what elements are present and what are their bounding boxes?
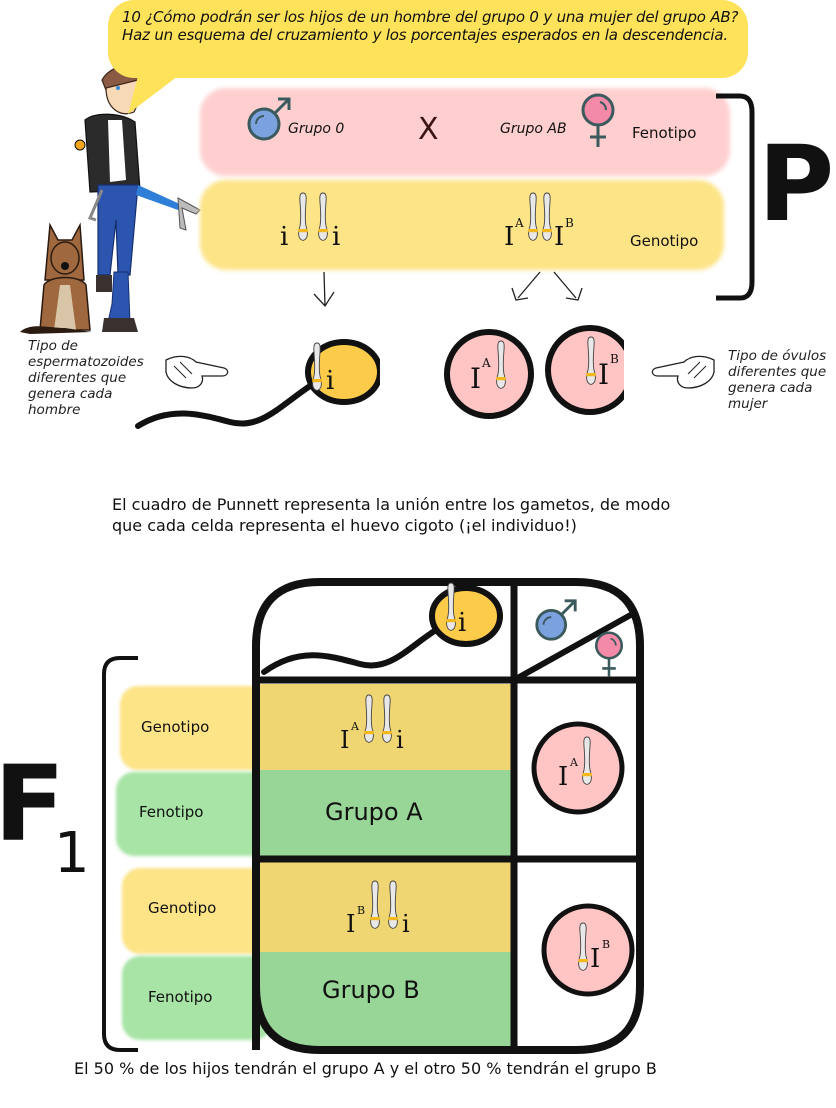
- chromosome-icon: [296, 192, 310, 242]
- ovule-b-sup: B: [610, 352, 619, 366]
- row1-allele-base: I: [340, 726, 350, 754]
- side-phenotype-band: [122, 956, 272, 1040]
- female-allele-2-sup: B: [565, 216, 574, 230]
- punnett-intro-line: que cada celda representa el huevo cigot…: [112, 516, 577, 535]
- row2-phenotype-label: Fenotipo: [148, 988, 213, 1006]
- row1-allele-sup: A: [351, 720, 359, 733]
- sperm-note-line: genera cada: [28, 386, 113, 402]
- parents-bracket: [716, 93, 755, 301]
- male-symbol-icon: [532, 596, 580, 644]
- female-symbol-icon: [592, 628, 626, 680]
- speech-bubble: [108, 0, 748, 78]
- punnett-ovule-b: [541, 903, 635, 997]
- phenotype-row-label: Fenotipo: [632, 124, 697, 142]
- side-genotype-band: [120, 686, 270, 770]
- arrows: [313, 271, 583, 308]
- ovule-b-icon: [545, 325, 624, 415]
- offspring-label: F: [0, 743, 66, 865]
- ovule-a-base: I: [470, 362, 482, 395]
- ovule-note-line: mujer: [728, 396, 768, 412]
- sperm-note-line: hombre: [28, 402, 81, 418]
- sperm-note-line: Tipo de: [28, 338, 78, 354]
- row2-allele-second: i: [402, 910, 410, 938]
- chromosome-icon: [310, 342, 324, 392]
- chromosome-icon: [380, 694, 394, 744]
- pointing-hand-icon: [165, 355, 229, 389]
- female-allele-1-sup: A: [515, 216, 524, 230]
- chromosome-icon: [576, 922, 590, 972]
- row1-phenotype: Grupo A: [325, 798, 423, 826]
- row1-ovule-sup: A: [570, 756, 578, 769]
- side-phenotype-band: [116, 772, 270, 856]
- pointing-hand-left-icon: [651, 355, 715, 389]
- row2-genotype-label: Genotipo: [148, 899, 217, 917]
- chromosome-icon: [540, 192, 554, 242]
- punnett-sperm-allele: i: [458, 608, 467, 638]
- row2-allele-base: I: [346, 910, 356, 938]
- dog-icon: [20, 222, 92, 334]
- row2-allele-sup: B: [357, 904, 366, 917]
- punnett-intro: El cuadro de Punnett representa la unión…: [112, 494, 670, 536]
- conclusion: El 50 % de los hijos tendrán el grupo A …: [74, 1059, 657, 1078]
- genotype-row-label: Genotipo: [630, 232, 699, 250]
- ovule-note: Tipo de óvulos diferentes que genera cad…: [728, 348, 826, 412]
- row2-phenotype: Grupo B: [322, 976, 420, 1004]
- sperm-note: Tipo de espermatozoides diferentes que g…: [28, 338, 144, 418]
- chromosome-icon: [368, 880, 382, 930]
- male-allele-1: i: [280, 222, 289, 252]
- female-allele-2-base: I: [554, 222, 565, 252]
- cross-symbol: X: [418, 112, 439, 147]
- sperm-allele: i: [326, 366, 335, 396]
- ovule-note-line: genera cada: [728, 380, 813, 396]
- row1-allele-second: i: [396, 726, 404, 754]
- male-symbol-icon: [244, 94, 294, 144]
- chromosome-icon: [386, 880, 400, 930]
- row2-ovule-sup: B: [602, 938, 611, 951]
- sperm-note-line: espermatozoides: [28, 354, 144, 370]
- ovule-b-base: I: [598, 358, 610, 391]
- cell-phenotype-1: [258, 770, 512, 856]
- cell-phenotype-2: [258, 952, 512, 1048]
- punnett-ovules: [531, 721, 625, 815]
- ovules: [444, 325, 624, 419]
- chromosome-icon: [362, 694, 376, 744]
- female-allele-1-base: I: [504, 222, 515, 252]
- chromosome-icon: [316, 192, 330, 242]
- genotype-band: [200, 180, 724, 270]
- female-phenotype: Grupo AB: [500, 121, 567, 137]
- side-genotype-band: [122, 868, 272, 954]
- chromosome-icon: [494, 340, 508, 390]
- row1-genotype-label: Genotipo: [141, 718, 210, 736]
- sperm-icon: [135, 339, 380, 429]
- chromosome-icon: [584, 336, 598, 386]
- speech-bubble-tail: [128, 76, 178, 114]
- chromosome-icon: [526, 192, 540, 242]
- ovule-note-line: diferentes que: [728, 364, 827, 380]
- male-phenotype: Grupo 0: [288, 121, 345, 137]
- female-symbol-icon: [578, 90, 618, 150]
- punnett-intro-line: El cuadro de Punnett representa la unión…: [112, 495, 671, 514]
- row1-ovule-base: I: [558, 762, 569, 792]
- question-text: 10 ¿Cómo podrán ser los hijos de un homb…: [122, 8, 739, 44]
- row1-phenotype-label: Fenotipo: [139, 803, 204, 821]
- chromosome-icon: [580, 736, 594, 786]
- offspring-bracket: [102, 656, 138, 1052]
- sperm-note-line: diferentes que: [28, 370, 127, 386]
- chromosome-icon: [444, 582, 458, 632]
- parents-label: P: [758, 123, 835, 245]
- male-allele-2: i: [332, 222, 341, 252]
- ovule-a-icon: [444, 329, 534, 419]
- offspring-label-sub: 1: [54, 821, 90, 886]
- ovule-a-sup: A: [482, 356, 491, 370]
- row2-ovule-base: I: [590, 944, 601, 974]
- cell-genotype-2: [258, 862, 512, 952]
- ovule-note-line: Tipo de óvulos: [728, 348, 827, 364]
